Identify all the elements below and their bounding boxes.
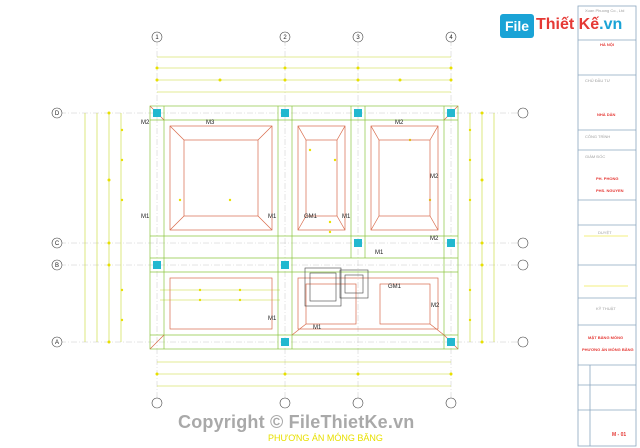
logo-wordmark: Thiết Kế.vn: [536, 16, 622, 34]
beam-label: GM1: [304, 214, 318, 220]
title-block-frame: [577, 5, 637, 447]
beam-label: M1: [268, 316, 277, 322]
title-block-accents: [584, 235, 628, 287]
beam-label: M1: [268, 214, 277, 220]
axis-label-top-4: 4: [449, 35, 453, 41]
beam-label: M1: [141, 214, 150, 220]
beam-label: M1: [313, 325, 322, 331]
foundation-footings-red: [149, 105, 459, 350]
drawing-title-line-1: MẶT BẰNG MÓNG: [588, 335, 624, 340]
beam-label: M3: [206, 120, 215, 126]
stair-well: [304, 267, 369, 307]
beam-label: M2: [430, 236, 439, 242]
title-block-person-1: PH. PHONG: [596, 176, 619, 181]
logo-thiet: Thiết: [536, 16, 579, 33]
axis-bubble-labels: 1 2 3 4 D C B A: [55, 35, 454, 346]
beam-label: M2: [141, 120, 150, 126]
drawing-title-line-2: PHƯƠNG ÁN MÓNG BĂNG: [582, 347, 634, 352]
logo-ke: Kế: [578, 16, 600, 33]
beam-label: M1: [342, 214, 351, 220]
beam-label: M2: [395, 120, 404, 126]
title-block-city: HÀ NỘI: [600, 42, 614, 47]
dimension-lines: [84, 56, 495, 387]
axis-label-top-3: 3: [356, 35, 360, 41]
beam-label: M2: [431, 303, 440, 309]
title-block-field-technical: KỸ THUẬT: [596, 306, 616, 311]
logo-file-badge: File: [500, 14, 534, 38]
filethietke-logo: File Thiết Kế.vn: [500, 14, 630, 40]
logo-vn: .vn: [599, 16, 623, 33]
title-block-person-2: PHS. NGUYEN: [596, 188, 624, 193]
title-block-company: Xuan Phuong Co., Ltd: [585, 8, 625, 13]
sheet-number: M - 01: [612, 432, 627, 438]
beam-label: M2: [430, 174, 439, 180]
axis-label-top-1: 1: [155, 35, 159, 41]
title-block-field-project: CÔNG TRÌNH: [585, 134, 611, 139]
title-block-field-approve: DUYỆT: [598, 230, 612, 235]
plan-caption: PHƯƠNG ÁN MÓNG BĂNG: [268, 433, 383, 443]
axis-label-left-b: B: [55, 263, 59, 269]
beam-label: GM1: [388, 284, 402, 290]
axis-label-left-a: A: [55, 340, 59, 346]
foundation-beams-outer: [149, 105, 459, 350]
title-block-field-owner: CHỦ ĐẦU TƯ: [585, 78, 611, 83]
axis-label-left-d: D: [55, 111, 60, 117]
column-footings: [153, 109, 455, 346]
title-block-field-director: GIÁM ĐỐC: [585, 154, 606, 159]
copyright-watermark: Copyright © FileThietKe.vn: [178, 412, 415, 432]
axis-label-left-c: C: [55, 241, 60, 247]
beam-label: M1: [375, 250, 384, 256]
axis-bubbles: [51, 31, 529, 409]
title-block-owner: NHÀ DÂN: [597, 112, 616, 117]
axis-label-top-2: 2: [283, 35, 287, 41]
